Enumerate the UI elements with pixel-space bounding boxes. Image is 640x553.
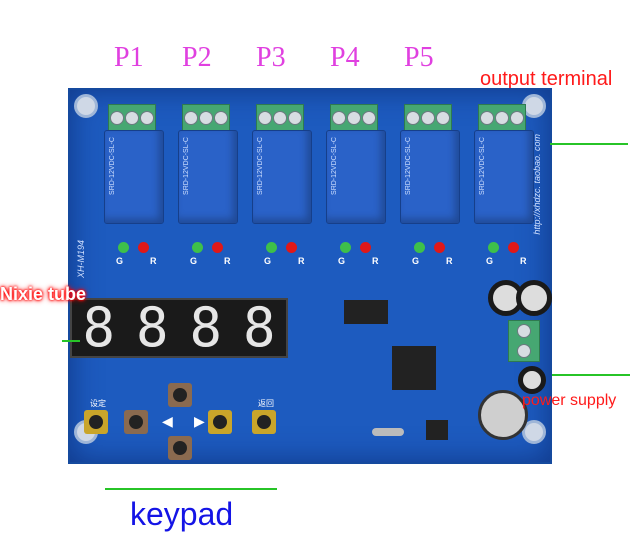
mounting-hole bbox=[522, 420, 546, 444]
led-label-r: R bbox=[150, 256, 157, 266]
channel-label-p5: P5 bbox=[404, 42, 434, 73]
led-label-r: R bbox=[372, 256, 379, 266]
arrow-left-icon: ◀ bbox=[162, 413, 173, 429]
led-label-r: R bbox=[224, 256, 231, 266]
led-label-r: R bbox=[446, 256, 453, 266]
board-url-print: http://xhdzc. taobao. com bbox=[532, 134, 542, 235]
capacitor bbox=[518, 366, 546, 394]
led-red bbox=[212, 242, 223, 253]
led-label-r: R bbox=[520, 256, 527, 266]
nixie-tube-label: Nixie tube bbox=[0, 284, 87, 304]
relay-3: SRD-12VDC-SL-C bbox=[252, 130, 312, 224]
relay-5: SRD-12VDC-SL-C bbox=[400, 130, 460, 224]
display-digit: 8 bbox=[242, 296, 276, 359]
led-label-g: G bbox=[264, 256, 272, 266]
relay-marking: SRD-12VDC-SL-C bbox=[257, 137, 264, 195]
display-digit: 8 bbox=[189, 296, 222, 359]
set-key[interactable] bbox=[84, 410, 108, 434]
down-key[interactable] bbox=[168, 436, 192, 460]
screw-terminal-5 bbox=[404, 104, 452, 132]
ic-chip bbox=[344, 300, 388, 324]
coin-battery bbox=[478, 390, 528, 440]
microcontroller-chip bbox=[392, 346, 436, 390]
relay-board: SRD-12VDC-SL-C SRD-12VDC-SL-C SRD-12VDC-… bbox=[68, 88, 552, 464]
power-supply-label: power supply bbox=[522, 392, 617, 409]
led-red bbox=[360, 242, 371, 253]
display-digit: 8 bbox=[135, 296, 169, 359]
relay-marking: SRD-12VDC-SL-C bbox=[405, 137, 412, 195]
keypad-pointer-line bbox=[105, 488, 277, 490]
key-2[interactable] bbox=[124, 410, 148, 434]
relay-4: SRD-12VDC-SL-C bbox=[326, 130, 386, 224]
capacitor bbox=[516, 280, 552, 316]
keypad-label: keypad bbox=[130, 496, 234, 532]
seven-segment-display: 8 8 8 8 bbox=[70, 298, 288, 358]
led-green bbox=[488, 242, 499, 253]
screw-terminal-1 bbox=[108, 104, 156, 132]
output-terminal-label: output terminal bbox=[480, 68, 613, 90]
channel-label-p3: P3 bbox=[256, 42, 286, 73]
mounting-hole bbox=[74, 94, 98, 118]
key-label-set: 设定 bbox=[90, 399, 106, 408]
ic-chip bbox=[426, 420, 448, 440]
channel-label-p1: P1 bbox=[114, 42, 144, 73]
led-green bbox=[266, 242, 277, 253]
display-digit: 8 bbox=[82, 296, 115, 359]
led-label-g: G bbox=[412, 256, 420, 266]
channel-label-p4: P4 bbox=[330, 42, 360, 73]
screw-terminal-3 bbox=[256, 104, 304, 132]
relay-marking: SRD-12VDC-SL-C bbox=[109, 137, 116, 195]
relay-1: SRD-12VDC-SL-C bbox=[104, 130, 164, 224]
relay-marking: SRD-12VDC-SL-C bbox=[331, 137, 338, 195]
key-4[interactable] bbox=[208, 410, 232, 434]
led-red bbox=[508, 242, 519, 253]
arrow-right-icon: ▶ bbox=[194, 413, 205, 429]
screw-terminal-6 bbox=[478, 104, 526, 132]
relay-marking: SRD-12VDC-SL-C bbox=[183, 137, 190, 195]
channel-label-p2: P2 bbox=[182, 42, 212, 73]
led-label-g: G bbox=[338, 256, 346, 266]
crystal bbox=[372, 428, 404, 436]
power-pointer-line bbox=[552, 374, 630, 376]
output-pointer-line bbox=[550, 143, 628, 145]
relay-marking: SRD-12VDC-SL-C bbox=[479, 137, 486, 195]
relay-6: SRD-12VDC-SL-C bbox=[474, 130, 534, 224]
board-model: XH-M194 bbox=[76, 240, 86, 279]
led-red bbox=[138, 242, 149, 253]
led-green bbox=[192, 242, 203, 253]
led-green bbox=[414, 242, 425, 253]
relay-2: SRD-12VDC-SL-C bbox=[178, 130, 238, 224]
led-label-g: G bbox=[486, 256, 494, 266]
key-label-back: 返回 bbox=[258, 399, 274, 408]
nixie-pointer-line bbox=[62, 340, 80, 342]
power-terminal bbox=[508, 320, 540, 362]
led-green bbox=[340, 242, 351, 253]
up-key[interactable] bbox=[168, 383, 192, 407]
screw-terminal-4 bbox=[330, 104, 378, 132]
led-red bbox=[286, 242, 297, 253]
back-key[interactable] bbox=[252, 410, 276, 434]
led-label-r: R bbox=[298, 256, 305, 266]
led-red bbox=[434, 242, 445, 253]
led-green bbox=[118, 242, 129, 253]
screw-terminal-2 bbox=[182, 104, 230, 132]
led-label-g: G bbox=[116, 256, 124, 266]
led-label-g: G bbox=[190, 256, 198, 266]
